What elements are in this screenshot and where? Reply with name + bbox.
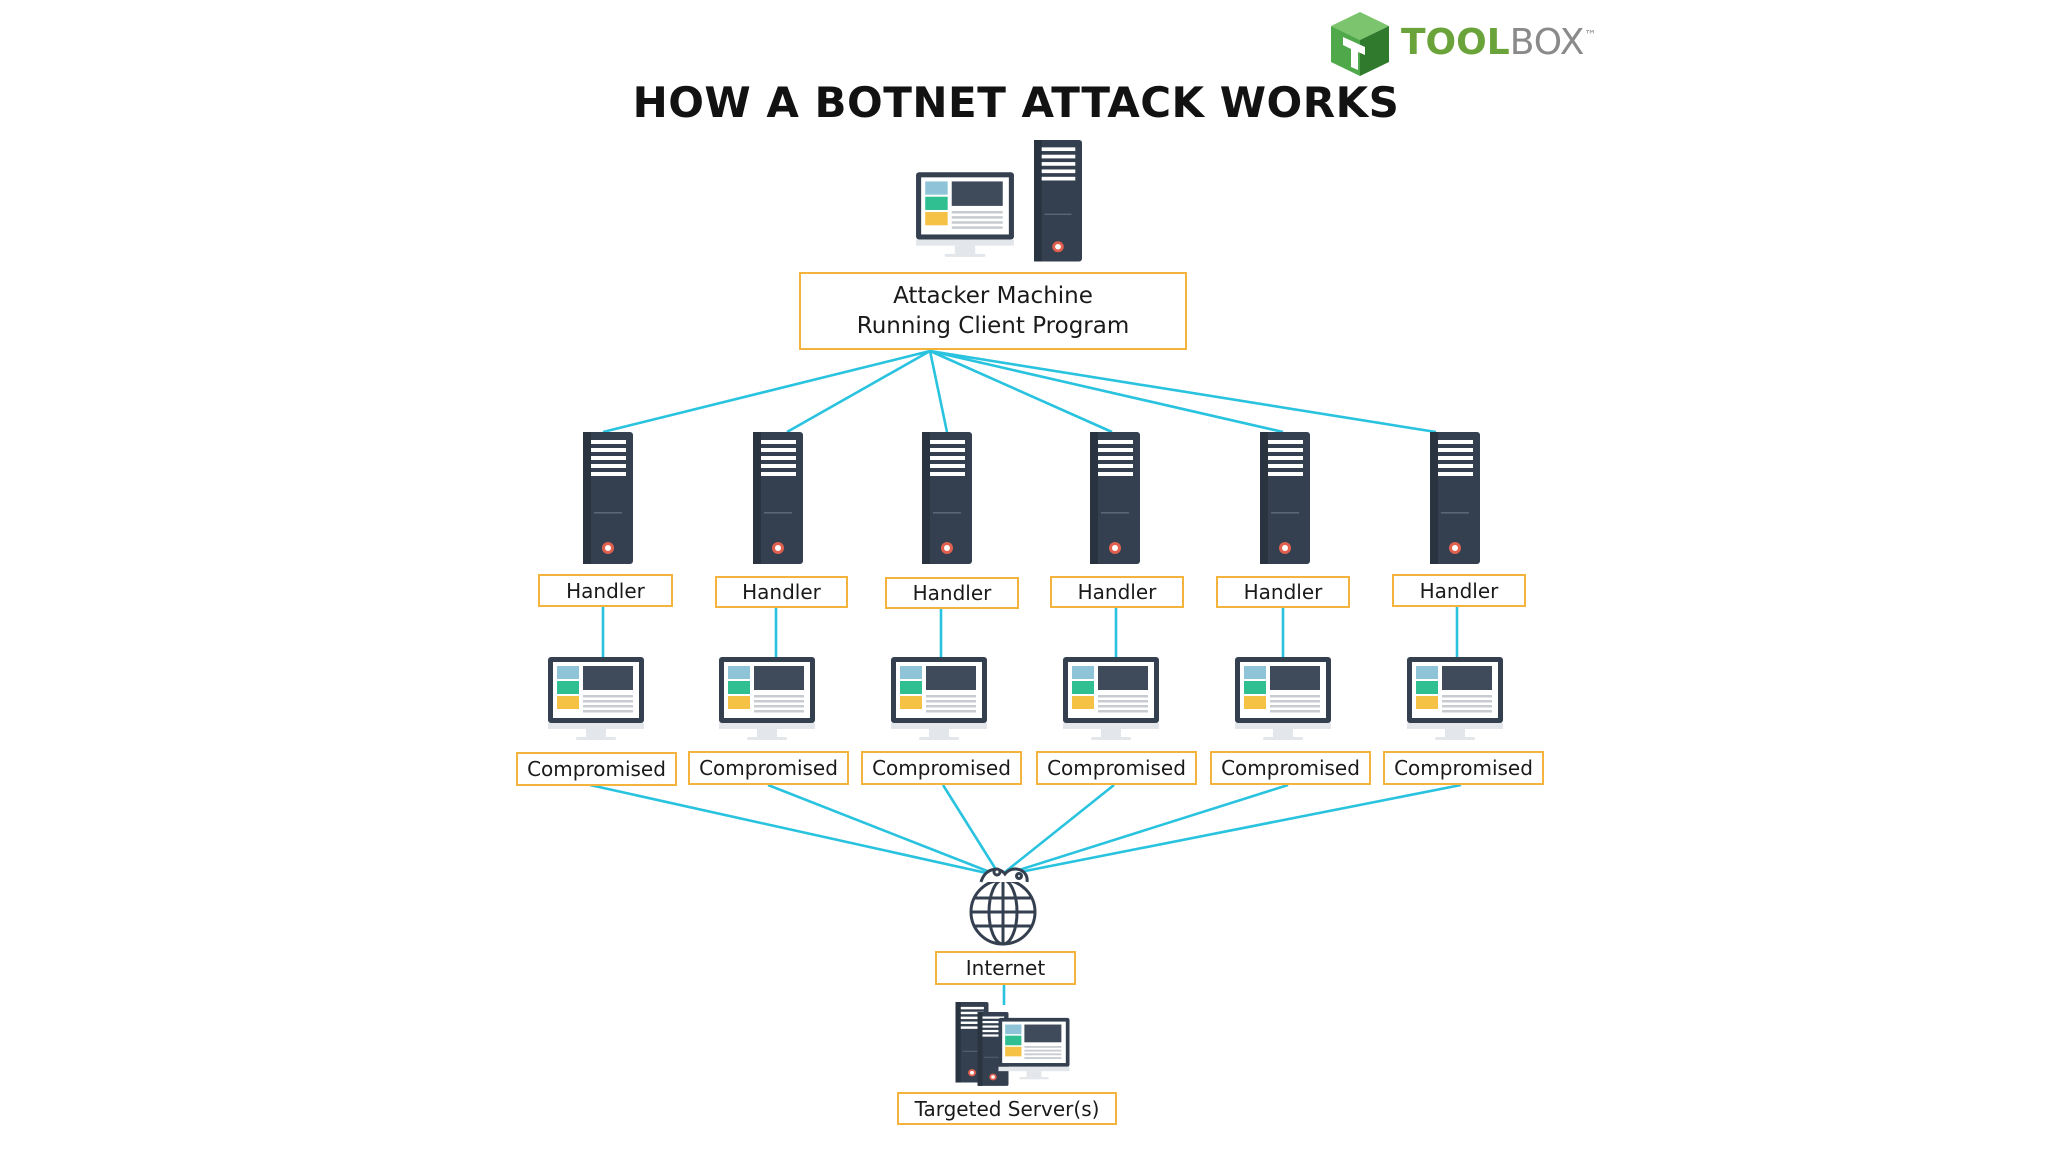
handler-server-icon-3 (922, 432, 972, 564)
handler-label-4: Handler (1050, 576, 1184, 608)
logo-text-bold: TOOL (1401, 22, 1510, 63)
compromised-label-2: Compromised (688, 751, 849, 785)
link-compromised-internet-4 (999, 783, 1115, 878)
target-monitor-icon (998, 1017, 1070, 1080)
handler-server-icon-2 (753, 432, 803, 564)
attacker-monitor-icon (916, 172, 1014, 257)
link-compromised-internet-2 (767, 783, 1001, 878)
handler-server-icon-5 (1260, 432, 1310, 564)
link-attacker-handler-5 (929, 349, 1284, 434)
compromised-computer-icon-3 (891, 657, 987, 740)
compromised-computer-icon-1 (548, 657, 644, 740)
compromised-computer-icon-4 (1063, 657, 1159, 740)
logo-text-light: BOX (1509, 22, 1585, 63)
handler-server-icon-1 (583, 432, 633, 564)
handler-label-3: Handler (885, 577, 1019, 609)
compromised-label-3: Compromised (861, 751, 1022, 785)
toolbox-logo: TOOLBOX™ (1325, 10, 1625, 80)
attacker-machine-icon (916, 140, 1082, 262)
target-label: Targeted Server(s) (897, 1092, 1117, 1125)
compromised-label-5: Compromised (1210, 751, 1371, 785)
link-compromised-internet-6 (999, 783, 1462, 878)
link-attacker-handler-2 (786, 349, 931, 434)
link-compromised-internet-3 (941, 784, 1002, 877)
compromised-computer-icon-5 (1235, 657, 1331, 740)
targeted-servers-icon (955, 1002, 1070, 1086)
handler-label-2: Handler (715, 576, 848, 608)
attacker-label-line1: Attacker Machine (893, 283, 1093, 309)
cube-logo-icon (1331, 12, 1389, 76)
handler-label-6: Handler (1392, 574, 1526, 607)
logo-wordmark: TOOLBOX™ (1401, 22, 1596, 63)
compromised-label-6: Compromised (1383, 751, 1544, 785)
internet-globe-icon (969, 867, 1037, 946)
compromised-computer-icon-2 (719, 657, 815, 740)
link-compromised-internet-1 (589, 783, 1001, 878)
logo-trademark: ™ (1584, 28, 1597, 42)
attacker-label-line2: Running Client Program (856, 313, 1130, 339)
attacker-label-box: Attacker Machine Running Client Program (799, 272, 1187, 350)
handler-label-5: Handler (1216, 576, 1350, 608)
link-compromised-internet-5 (999, 783, 1289, 878)
compromised-label-1: Compromised (516, 752, 677, 786)
connector-lines (589, 349, 1462, 1005)
page-title: HOW A BOTNET ATTACK WORKS (632, 78, 1400, 127)
compromised-computer-icon-6 (1407, 657, 1503, 740)
handler-server-icon-4 (1090, 432, 1140, 564)
link-attacker-handler-4 (929, 349, 1113, 434)
link-attacker-handler-6 (929, 349, 1437, 434)
internet-label: Internet (935, 951, 1076, 985)
link-attacker-handler-3 (928, 350, 949, 433)
compromised-label-4: Compromised (1036, 751, 1197, 785)
handler-label-1: Handler (538, 574, 673, 607)
handler-server-icon-6 (1430, 432, 1480, 564)
link-attacker-handler-1 (602, 349, 931, 434)
attacker-tower-icon (1034, 140, 1082, 262)
